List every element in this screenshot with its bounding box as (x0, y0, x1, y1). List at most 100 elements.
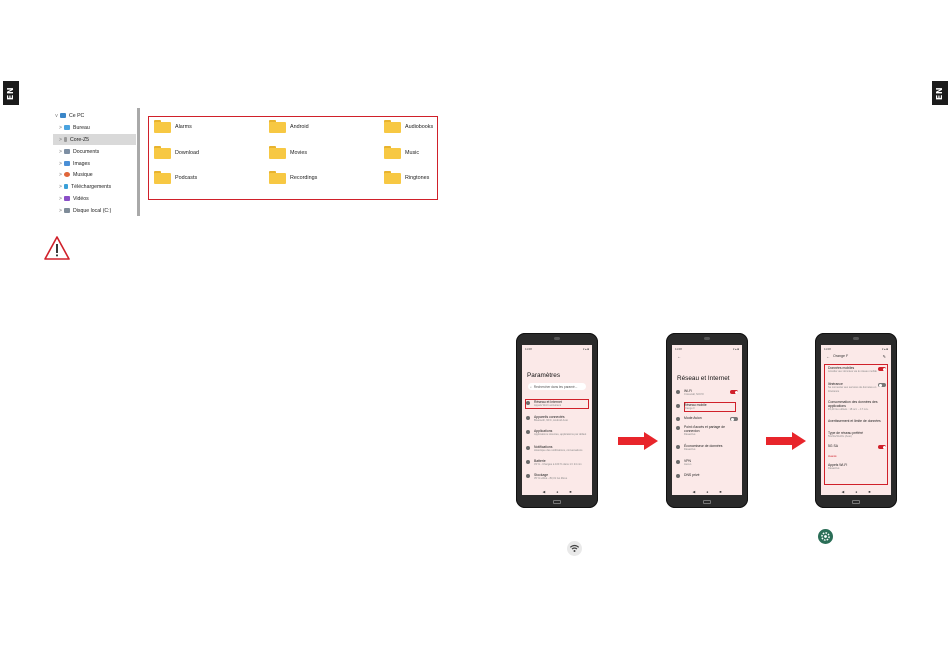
recents-nav-icon[interactable]: ■ (569, 489, 572, 494)
screen-title: Orange F (833, 354, 849, 358)
item-title: Réseau mobile (684, 403, 707, 407)
back-arrow-icon[interactable]: ← (677, 354, 681, 359)
computer-icon (60, 113, 66, 118)
pencil-icon[interactable]: ✎ (882, 354, 886, 359)
wifi-icon (526, 401, 530, 405)
language-tab: EN (932, 81, 948, 105)
folder-item[interactable]: Recordings (269, 171, 317, 184)
status-icons: ▾ ▴ ■ (881, 347, 888, 351)
folder-item[interactable]: Audiobooks (384, 120, 433, 133)
wifi-toggle[interactable] (730, 390, 738, 394)
advanced-item[interactable]: Avancé (828, 455, 886, 459)
tree-item[interactable]: > Bureau (57, 122, 140, 133)
network-item-airplane[interactable]: Mode Avion (676, 416, 738, 421)
item-title: Itinérance (828, 382, 843, 386)
item-title: Notifications (534, 445, 553, 449)
tree-item[interactable]: > Musique (57, 169, 140, 180)
app-data-usage-item[interactable]: Consommation des données des application… (828, 400, 886, 412)
folder-item[interactable]: Music (384, 146, 419, 159)
tree-item-selected[interactable]: > Core-Z5 (53, 134, 136, 145)
documents-icon (64, 149, 70, 154)
search-input[interactable]: ⌕Rechercher dans les paramè... (528, 383, 586, 390)
folder-icon (154, 146, 171, 159)
folder-item[interactable]: Download (154, 146, 199, 159)
storage-icon (526, 474, 530, 478)
home-nav-icon[interactable]: ● (706, 489, 709, 494)
back-nav-icon[interactable]: ◀ (692, 489, 696, 494)
tree-item[interactable]: > Documents (57, 146, 140, 157)
dns-icon (676, 474, 680, 478)
home-nav-icon[interactable]: ● (855, 489, 858, 494)
item-subtitle: Désactivé (684, 433, 696, 436)
recents-nav-icon[interactable]: ■ (719, 489, 722, 494)
tree-item-label: Core-Z5 (70, 136, 90, 143)
tree-item[interactable]: > Disque local (C:) (57, 205, 140, 216)
warning-icon (44, 236, 70, 260)
roaming-toggle[interactable] (878, 383, 886, 387)
item-subtitle: Désactivé (828, 467, 840, 470)
chevron-right-icon: > (59, 148, 62, 155)
tree-item[interactable]: > Téléchargements (57, 181, 140, 192)
5g-sa-toggle[interactable] (878, 445, 886, 449)
search-icon: ⌕ (530, 384, 532, 389)
item-title: Wi-Fi (684, 389, 692, 393)
back-arrow-icon[interactable]: ← (826, 354, 830, 359)
usb-port-icon (703, 500, 711, 504)
tree-item-label: Images (73, 160, 91, 167)
data-warning-item[interactable]: Avertissement et limite de données (828, 419, 886, 423)
recents-nav-icon[interactable]: ■ (868, 489, 871, 494)
pane-divider[interactable] (137, 108, 140, 216)
battery-icon (526, 460, 530, 464)
folder-item[interactable]: Android (269, 120, 309, 133)
phone-settings: 11:08▾ ▴ ■ Paramètres ⌕Rechercher dans l… (516, 333, 598, 508)
phone-device-icon (64, 137, 67, 142)
tree-item[interactable]: > Vidéos (57, 193, 140, 204)
item-title: Type de réseau préféré (828, 431, 864, 435)
item-title: Réseau et Internet (534, 400, 562, 404)
item-title: Mode Avion (684, 416, 702, 420)
tree-item-label: Documents (73, 148, 100, 155)
tree-item[interactable]: > Images (57, 158, 140, 169)
back-nav-icon[interactable]: ◀ (542, 489, 546, 494)
network-item-dns[interactable]: DNS privé (676, 473, 738, 478)
tree-item[interactable]: v Ce PC (53, 110, 136, 121)
usb-port-icon (852, 500, 860, 504)
folder-item[interactable]: Podcasts (154, 171, 197, 184)
images-icon (64, 161, 70, 166)
mobile-data-toggle[interactable] (878, 367, 886, 371)
home-nav-icon[interactable]: ● (556, 489, 559, 494)
screen-title: Réseau et Internet (677, 375, 730, 382)
item-title: Économiseur de données (684, 444, 723, 448)
section-header: Avancé (828, 455, 837, 458)
back-nav-icon[interactable]: ◀ (841, 489, 845, 494)
5g-sa-item[interactable]: 5G SA (828, 444, 886, 449)
desktop-folder-icon (64, 125, 70, 130)
airplane-toggle[interactable] (730, 417, 738, 421)
gear-icon (818, 529, 833, 544)
music-icon (64, 172, 70, 177)
folder-item[interactable]: Alarms (154, 120, 192, 133)
item-subtitle: Aucun (684, 463, 692, 466)
status-bar: 11:08▾ ▴ ■ (824, 347, 888, 351)
folder-item[interactable]: Movies (269, 146, 307, 159)
tree-item-label: Bureau (73, 124, 90, 131)
folder-item[interactable]: Ringtones (384, 171, 429, 184)
wifi-icon (567, 541, 582, 556)
